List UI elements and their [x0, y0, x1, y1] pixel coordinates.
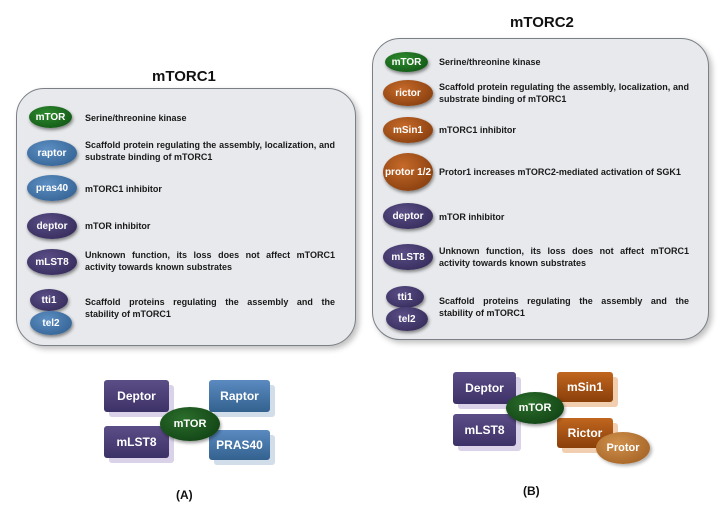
mtorc2-msin1-desc: mTORC1 inhibitor	[439, 125, 516, 135]
mtorc1-raptor-box: Raptor	[209, 380, 270, 412]
mtorc1-pras40-box: PRAS40	[209, 430, 270, 460]
mtorc1-mlst8-pill: mLST8	[27, 249, 77, 275]
mtorc1-panel: mTOR Serine/threonine kinase raptor Scaf…	[16, 88, 356, 346]
mtorc2-tti1-desc: Scaffold proteins regulating the assembl…	[439, 296, 689, 318]
mtorc2-rictor-box: Rictor	[557, 418, 613, 448]
mtorc1-tti1-desc: Scaffold proteins regulating the assembl…	[85, 297, 335, 319]
mtorc2-mlst8-box: mLST8	[453, 414, 516, 446]
mtorc1-deptor-box: Deptor	[104, 380, 169, 412]
mtorc2-title: mTORC2	[510, 14, 574, 31]
mtorc2-deptor-desc: mTOR inhibitor	[439, 212, 505, 222]
mtorc1-mlst8-box: mLST8	[104, 426, 169, 458]
mtorc2-mtor-pill: mTOR	[385, 52, 428, 72]
mtorc2-deptor-pill: deptor	[383, 203, 433, 229]
mtorc2-rictor-pill: rictor	[383, 80, 433, 106]
mtorc1-pras40-pill: pras40	[27, 175, 77, 201]
mtorc2-panel: mTOR Serine/threonine kinase rictor Scaf…	[372, 38, 709, 340]
mtorc2-protor-desc: Protor1 increases mTORC2-mediated activa…	[439, 167, 681, 177]
mtorc1-title: mTORC1	[152, 68, 216, 85]
mtorc2-protor-ellipse: Protor	[596, 432, 650, 464]
mtorc2-mtor-core: mTOR	[506, 392, 564, 424]
mtorc2-deptor-box: Deptor	[453, 372, 516, 404]
mtorc2-mtor-desc: Serine/threonine kinase	[439, 57, 541, 67]
mtorc1-raptor-desc: Scaffold protein regulating the assembly…	[85, 140, 335, 162]
mtorc2-msin1-box: mSin1	[557, 372, 613, 402]
mtorc1-mlst8-desc: Unknown function, its loss does not affe…	[85, 250, 335, 272]
mtorc2-mlst8-desc: Unknown function, its loss does not affe…	[439, 246, 689, 268]
mtorc1-pras40-desc: mTORC1 inhibitor	[85, 184, 162, 194]
mtorc2-tti1-pill: tti1	[386, 286, 424, 308]
mtorc1-deptor-pill: deptor	[27, 213, 77, 239]
mtorc2-msin1-pill: mSin1	[383, 117, 433, 143]
mtorc1-caption: (A)	[176, 488, 193, 502]
mtorc1-mtor-desc: Serine/threonine kinase	[85, 113, 187, 123]
mtorc1-raptor-pill: raptor	[27, 140, 77, 166]
mtorc1-deptor-desc: mTOR inhibitor	[85, 221, 151, 231]
mtorc1-mtor-core: mTOR	[160, 407, 220, 441]
mtorc1-mtor-pill: mTOR	[29, 106, 72, 128]
mtorc1-tel2-pill: tel2	[30, 311, 72, 335]
mtorc2-tel2-pill: tel2	[386, 307, 428, 331]
mtorc2-rictor-desc: Scaffold protein regulating the assembly…	[439, 82, 689, 104]
mtorc1-tti1-pill: tti1	[30, 289, 68, 311]
mtorc2-mlst8-pill: mLST8	[383, 244, 433, 270]
mtorc2-protor-pill: protor 1/2	[383, 153, 433, 191]
mtorc2-caption: (B)	[523, 484, 540, 498]
